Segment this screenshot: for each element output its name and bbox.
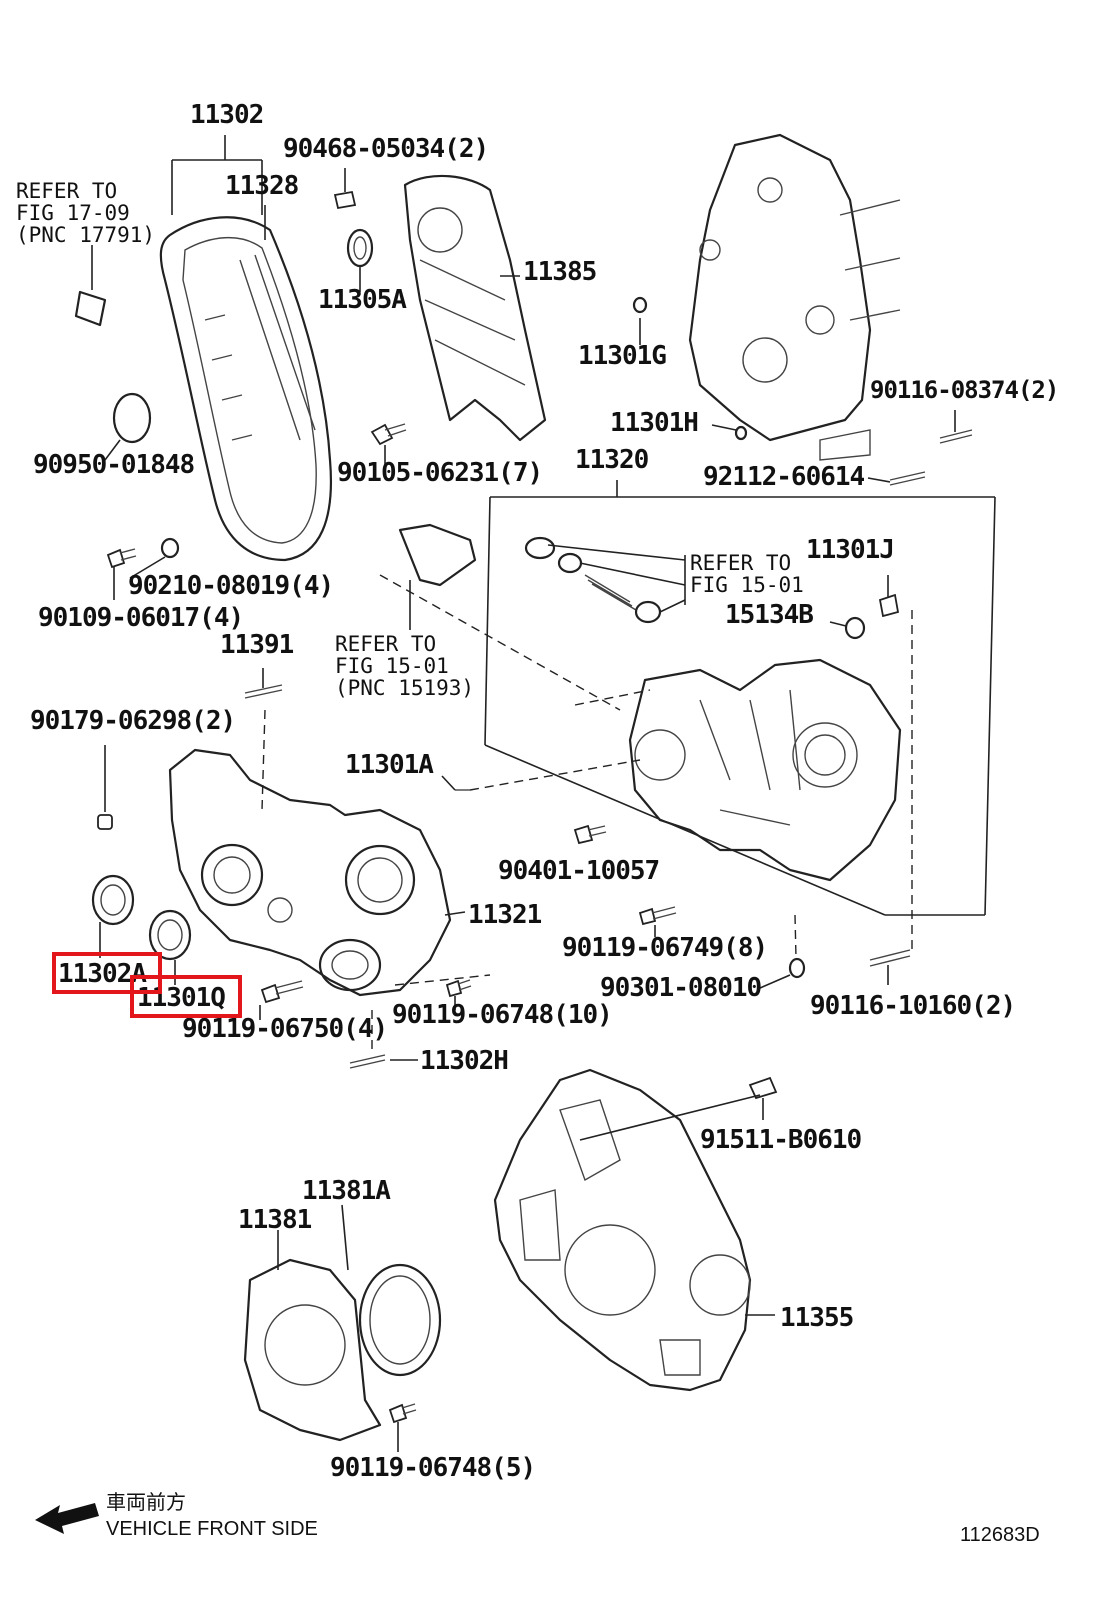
label-90401-10057[interactable]: 90401-10057 [498,856,660,886]
label-90301-08010[interactable]: 90301-08010 [600,973,762,1003]
label-90116-10160[interactable]: 90116-10160(2) [810,991,1016,1021]
timing-cover-11385 [403,174,547,442]
vehicle-front-arrow-icon [35,1503,99,1534]
stud-90116-08374 [939,410,973,444]
oil-seal-11302A [91,874,135,958]
oil-seal-11301Q [148,909,192,985]
assembly-box-11320 [484,480,996,916]
gasket-11301A [441,759,641,791]
label-11381[interactable]: 11381 [238,1205,312,1235]
label-11301H[interactable]: 11301H [610,408,699,438]
pin-90179 [97,745,113,830]
seal-11305A [346,228,374,292]
stud-11302H [349,1010,418,1069]
bolt-90119-06749 [638,906,677,937]
oil-seal-11381A [341,1204,442,1377]
vehicle-front-jp: 車両前方 [106,1492,186,1514]
label-11321[interactable]: 11321 [468,900,542,930]
label-11391[interactable]: 11391 [220,630,294,660]
refer-15-01-part [379,523,651,711]
stud-90116-10160 [869,610,913,985]
label-11320[interactable]: 11320 [575,445,649,475]
bolt-90401 [573,824,607,845]
bolt-90105 [370,423,407,470]
oil-pump-body [628,658,902,882]
label-90119-06748-10[interactable]: 90119-06748(10) [392,1000,613,1030]
washer-90210 [129,537,180,579]
label-90116-08374[interactable]: 90116-08374(2) [870,376,1059,404]
label-90119-06748-5[interactable]: 90119-06748(5) [330,1453,536,1483]
refer-fig-17-09: REFER TO FIG 17-09 (PNC 17791) [16,179,156,248]
label-11301Q[interactable]: 11301Q [137,983,226,1013]
timing-belt-cover-11302 [159,135,332,562]
label-11302H[interactable]: 11302H [420,1046,509,1076]
relief-valve-parts [524,536,686,624]
label-90119-06750[interactable]: 90119-06750(4) [182,1014,388,1044]
plug-90950 [74,245,152,461]
label-11301G[interactable]: 11301G [578,341,667,371]
vehicle-front-en: VEHICLE FRONT SIDE [106,1518,318,1540]
label-90210-08019[interactable]: 90210-08019(4) [128,571,334,601]
bolt-90119-06750 [259,980,304,1020]
label-11301A[interactable]: 11301A [345,750,434,780]
label-11381A[interactable]: 11381A [302,1176,391,1206]
plug-11301J [829,575,900,640]
refer-fig-15-01-pnc: REFER TO FIG 15-01 (PNC 15193) [335,632,475,701]
label-11302[interactable]: 11302 [190,100,264,130]
label-92112-60614[interactable]: 92112-60614 [703,462,865,492]
label-15134B[interactable]: 15134B [725,600,814,630]
highlight-11302A [52,952,162,994]
bolt-90468 [333,168,357,210]
stud-11391 [244,668,283,811]
washer-90301 [759,914,806,989]
label-11301J[interactable]: 11301J [806,535,895,565]
label-90179-06298[interactable]: 90179-06298(2) [30,706,236,736]
bolt-90119-06748-5 [388,1403,417,1452]
label-11385[interactable]: 11385 [523,257,597,287]
label-90119-06749[interactable]: 90119-06749(8) [562,933,768,963]
label-91511-B0610[interactable]: 91511-B0610 [700,1125,862,1155]
refer-fig-15-01-pump: REFER TO FIG 15-01 [690,551,804,598]
bolt-90119-06748-10 [445,979,472,1010]
label-11355[interactable]: 11355 [780,1303,854,1333]
engine-block-upper [632,133,901,461]
pin-92112 [867,471,926,486]
highlight-11301Q [130,975,242,1018]
bolt-91511 [579,1076,778,1141]
label-90105-06231[interactable]: 90105-06231(7) [337,458,543,488]
oil-seal-retainer-11381 [243,1230,382,1442]
label-11305A[interactable]: 11305A [318,285,407,315]
label-90950-01848[interactable]: 90950-01848 [33,450,195,480]
label-90109-06017[interactable]: 90109-06017(4) [38,603,244,633]
rear-end-plate-11355 [493,1068,775,1392]
label-90468-05034[interactable]: 90468-05034(2) [283,134,489,164]
gasket-11301H [711,424,748,441]
timing-chain-cover-11321 [168,748,491,997]
bolt-90109 [106,548,137,600]
diagram-code: 112683D [960,1524,1040,1546]
label-11328[interactable]: 11328 [225,171,299,201]
